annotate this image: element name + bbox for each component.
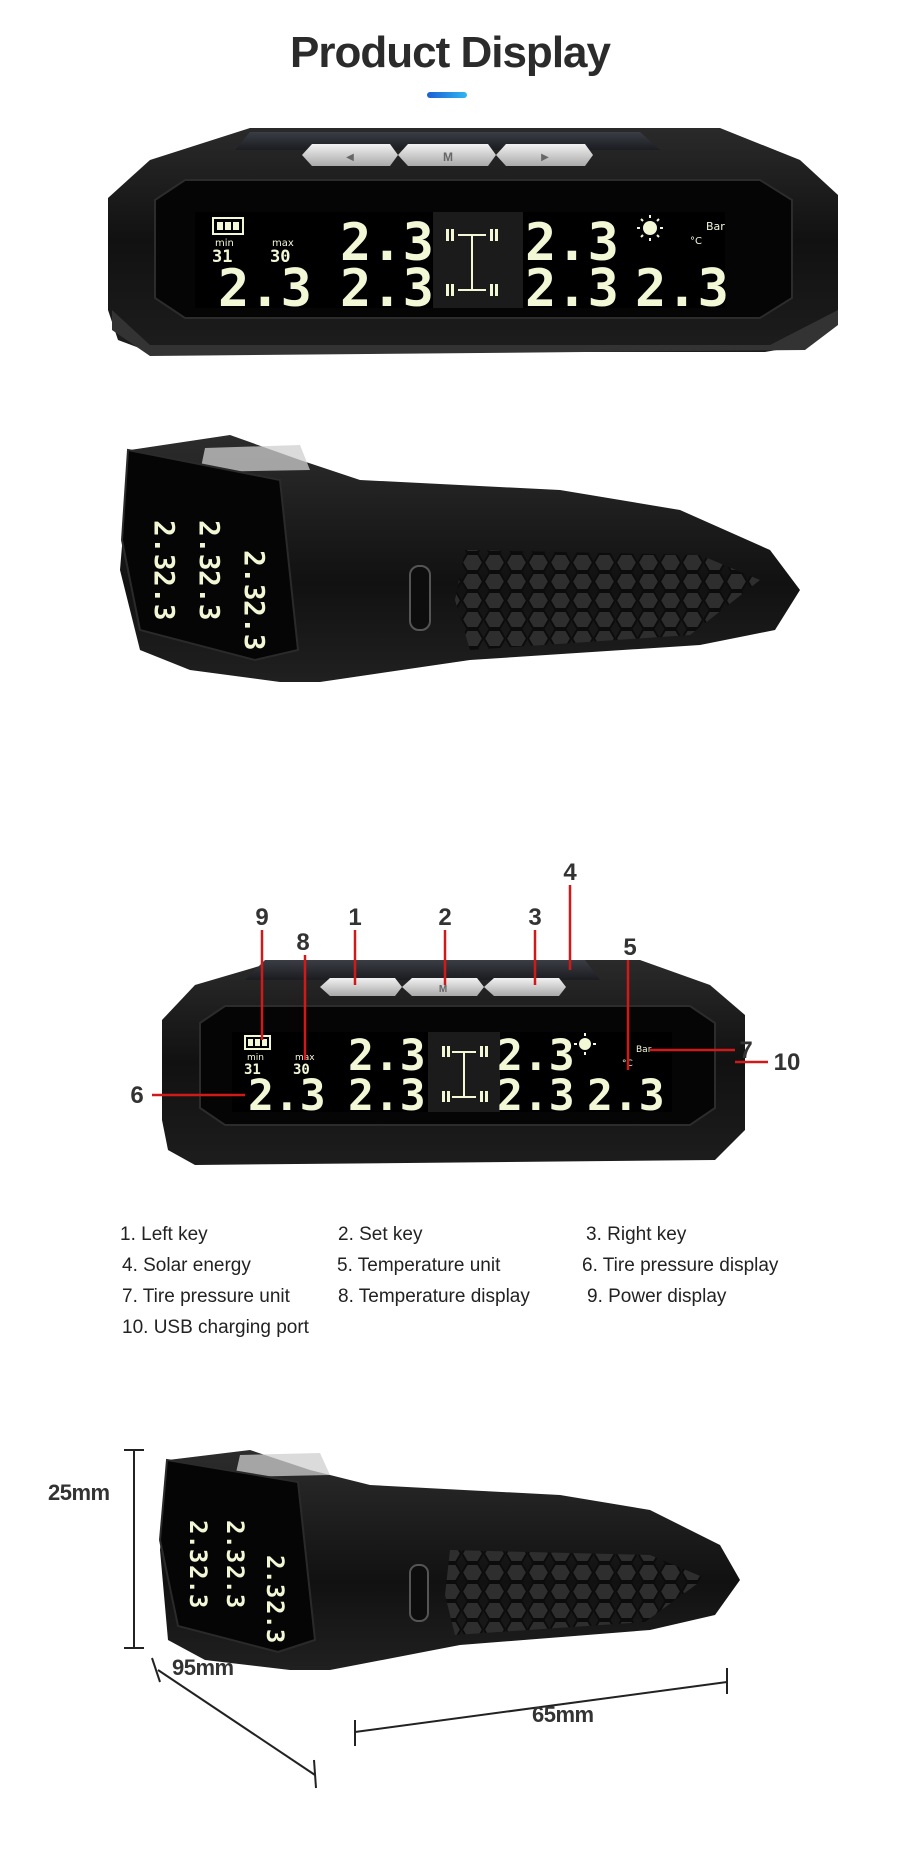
svg-text:31: 31 (212, 247, 232, 267)
svg-text:M: M (443, 150, 453, 164)
set-key-button (398, 144, 496, 166)
svg-text:1: 1 (348, 904, 361, 931)
dimension-height-label: 25mm (48, 1480, 110, 1505)
left-key-button (302, 144, 398, 166)
svg-text:4: 4 (563, 859, 577, 886)
svg-text:30: 30 (293, 1062, 310, 1078)
svg-text:2.3: 2.3 (497, 1071, 575, 1121)
legend-item: 7. Tire pressure unit (122, 1286, 290, 1307)
svg-text:min: min (215, 238, 234, 249)
svg-text:2.3: 2.3 (261, 1555, 289, 1598)
svg-text:2.3: 2.3 (525, 213, 619, 273)
svg-text:2.3: 2.3 (221, 1520, 249, 1563)
svg-text:2.3: 2.3 (248, 1071, 326, 1121)
svg-text:5: 5 (623, 934, 636, 961)
right-key-button (496, 144, 593, 166)
svg-text:2.3: 2.3 (193, 520, 226, 571)
title-underline (427, 92, 467, 98)
legend-item: 6. Tire pressure display (582, 1255, 779, 1276)
svg-text:°C: °C (690, 236, 702, 247)
svg-text:10: 10 (774, 1049, 801, 1076)
svg-text:8: 8 (296, 929, 309, 956)
svg-text:2.3: 2.3 (525, 259, 619, 319)
svg-text:31: 31 (244, 1062, 261, 1078)
svg-text:2.3: 2.3 (218, 259, 312, 319)
page-title: Product Display (290, 28, 611, 77)
device-dimension-view: 2.3 2.3 2.3 2.3 2.3 2.3 (124, 1449, 740, 1789)
svg-text:2.3: 2.3 (587, 1071, 665, 1121)
svg-text:2.3: 2.3 (348, 1031, 426, 1081)
svg-text:30: 30 (270, 247, 290, 267)
svg-text:▶: ▶ (541, 152, 549, 163)
usb-port-icon (409, 565, 431, 631)
svg-text:9: 9 (255, 904, 268, 931)
svg-text:2.3: 2.3 (261, 1600, 289, 1643)
svg-text:2.3: 2.3 (340, 259, 434, 319)
svg-text:max: max (272, 238, 294, 249)
legend-item: 10. USB charging port (122, 1317, 309, 1338)
svg-text:2.3: 2.3 (348, 1071, 426, 1121)
legend-item: 5. Temperature unit (337, 1255, 501, 1276)
device-labeled-view: M min max 31 30 2.3 2.3 2.3 2.3 2.3 2.3 … (130, 859, 801, 1165)
legend-item: 2. Set key (338, 1224, 423, 1245)
dimension-width-label: 65mm (532, 1702, 594, 1727)
svg-text:2.3: 2.3 (635, 259, 729, 319)
device-front-view: ◀ M ▶ min max 31 30 2.3 2.3 2.3 2.3 2.3 … (108, 128, 838, 356)
dimension-depth-label: 95mm (172, 1655, 234, 1680)
legend-item: 4. Solar energy (122, 1255, 251, 1276)
legend-item: 9. Power display (587, 1286, 727, 1307)
svg-text:2.3: 2.3 (340, 213, 434, 273)
svg-text:2.3: 2.3 (193, 570, 226, 621)
svg-text:6: 6 (130, 1082, 143, 1109)
svg-text:◀: ◀ (346, 152, 354, 163)
legend-item: 3. Right key (586, 1224, 687, 1245)
svg-text:7: 7 (739, 1037, 752, 1064)
legend-item: 1. Left key (120, 1224, 208, 1245)
svg-text:2.3: 2.3 (238, 600, 271, 651)
svg-text:2.3: 2.3 (184, 1565, 212, 1608)
svg-text:2.3: 2.3 (148, 520, 181, 571)
svg-text:2.3: 2.3 (221, 1565, 249, 1608)
svg-text:Bar: Bar (636, 1045, 652, 1055)
svg-text:min: min (247, 1053, 264, 1063)
svg-text:M: M (439, 984, 447, 995)
device-side-view: 2.3 2.3 2.3 2.3 2.3 2.3 (120, 435, 800, 682)
legend-item: 8. Temperature display (338, 1286, 530, 1307)
svg-text:Bar: Bar (706, 220, 725, 233)
svg-text:2.3: 2.3 (238, 550, 271, 601)
svg-text:2.3: 2.3 (148, 570, 181, 621)
svg-text:3: 3 (528, 904, 541, 931)
svg-text:2.3: 2.3 (497, 1031, 575, 1081)
svg-text:2.3: 2.3 (184, 1520, 212, 1563)
svg-text:2: 2 (438, 904, 451, 931)
